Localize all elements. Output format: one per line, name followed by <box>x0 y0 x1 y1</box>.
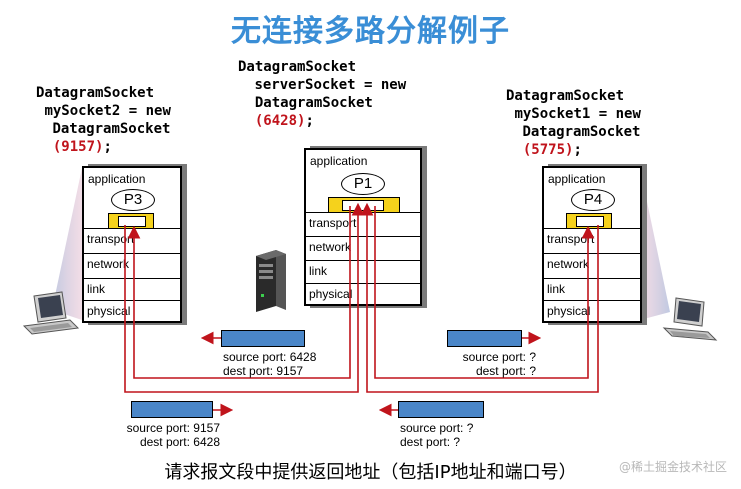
stack-right-network: network <box>544 253 640 274</box>
segment-top-left-src: source port: 6428 <box>223 350 317 364</box>
beam-left <box>52 168 82 320</box>
code-left-port: (9157) <box>52 139 104 155</box>
code-left-line1: DatagramSocket <box>36 85 155 101</box>
slide-title: 无连接多路分解例子 <box>231 14 510 49</box>
watermark: @稀土掘金技术社区 <box>618 460 727 474</box>
code-right: DatagramSocket mySocket1 = new DatagramS… <box>506 87 641 159</box>
stack-right-link: link <box>544 278 640 299</box>
path-right-outer <box>360 202 599 393</box>
segment-top-left-dst: dest port: 9157 <box>223 364 304 378</box>
stack-left-physical: physical <box>84 300 180 321</box>
code-right-line3: DatagramSocket <box>522 124 641 140</box>
path-left-outer <box>124 202 365 393</box>
code-right-line1: DatagramSocket <box>506 88 625 104</box>
stack-mid-physical: physical <box>306 283 420 304</box>
stack-left-link: link <box>84 278 180 299</box>
stack-mid-link: link <box>306 260 420 281</box>
code-left-line2: mySocket2 = new <box>44 103 171 119</box>
segment-top-right-dst: dest port: ? <box>475 364 536 378</box>
segment-bottom-left-src: source port: 9157 <box>126 421 220 435</box>
segment-top-right-src: source port: ? <box>462 350 536 364</box>
code-right-line2: mySocket1 = new <box>514 106 641 122</box>
stack-right-physical: physical <box>544 300 640 321</box>
segment-bottom-left <box>131 401 213 418</box>
process-p3: P3 <box>111 189 155 211</box>
code-left: DatagramSocket mySocket2 = new DatagramS… <box>36 84 171 156</box>
computer-right-icon <box>662 297 718 341</box>
server-icon <box>256 250 286 312</box>
code-mid-line3: DatagramSocket <box>254 95 373 111</box>
segment-top-right <box>447 330 522 347</box>
path-right-inner <box>374 206 595 379</box>
code-left-line3: DatagramSocket <box>52 121 171 137</box>
process-p1: P1 <box>341 173 385 195</box>
code-right-port: (5775) <box>522 142 574 158</box>
stack-mid-application: application <box>310 154 368 168</box>
caption: 请求报文段中提供返回地址（包括IP地址和端口号） <box>164 462 577 483</box>
stack-left-application: application <box>88 172 146 186</box>
stack-right-application: application <box>548 172 606 186</box>
path-left-inner <box>127 206 351 379</box>
code-mid-port: (6428) <box>254 113 306 129</box>
segment-bottom-right <box>398 401 484 418</box>
code-right-end: ; <box>573 142 582 158</box>
computer-left-icon <box>22 291 80 335</box>
process-p4: P4 <box>571 189 615 211</box>
code-mid-line1: DatagramSocket <box>238 59 357 75</box>
segment-bottom-left-dst: dest port: 6428 <box>139 435 220 449</box>
stack-mid-network: network <box>306 236 420 257</box>
code-mid: DatagramSocket serverSocket = new Datagr… <box>238 58 406 130</box>
beam-right <box>640 168 670 320</box>
code-left-end: ; <box>103 139 112 155</box>
code-mid-end: ; <box>305 113 314 129</box>
code-mid-line2: serverSocket = new <box>254 77 407 93</box>
segment-bottom-right-dst: dest port: ? <box>400 435 461 449</box>
segment-bottom-right-src: source port: ? <box>400 421 474 435</box>
stack-left-network: network <box>84 253 180 274</box>
segment-top-left <box>221 330 305 347</box>
